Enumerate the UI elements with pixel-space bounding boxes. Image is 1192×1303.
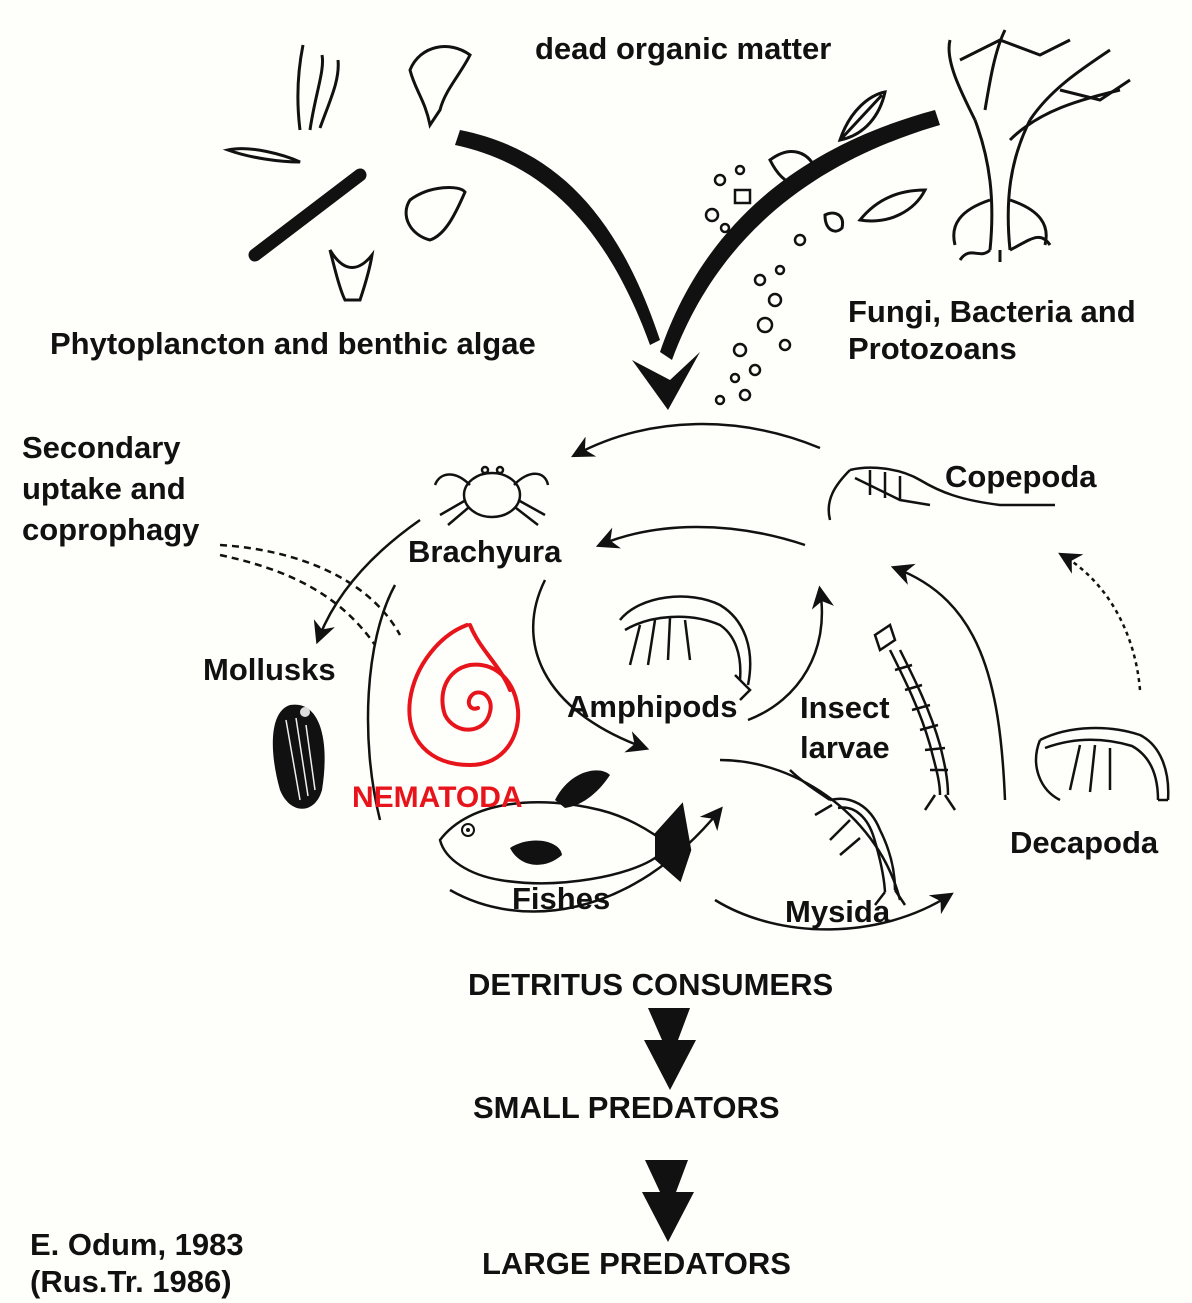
label-dead-organic-matter: dead organic matter bbox=[535, 30, 831, 67]
algae-icon bbox=[410, 47, 470, 125]
label-brachyura: Brachyura bbox=[408, 533, 561, 570]
label-small-predators: SMALL PREDATORS bbox=[473, 1089, 780, 1126]
trophic-arrow-1 bbox=[644, 1008, 696, 1090]
label-large-predators: LARGE PREDATORS bbox=[482, 1245, 791, 1282]
crab-icon bbox=[435, 467, 548, 525]
label-fishes: Fishes bbox=[512, 880, 610, 917]
mollusk-icon bbox=[273, 705, 325, 809]
trophic-arrow-2 bbox=[642, 1160, 694, 1242]
amphipod-icon bbox=[620, 597, 750, 700]
label-fungi-bacteria-protozoans: Fungi, Bacteria and Protozoans bbox=[848, 293, 1136, 367]
label-insect-larvae: Insect larvae bbox=[800, 688, 890, 768]
mysid-icon bbox=[790, 770, 905, 905]
nematode-icon bbox=[409, 625, 518, 765]
decapod-shrimp-icon bbox=[1036, 728, 1168, 800]
label-decapoda: Decapoda bbox=[1010, 824, 1158, 861]
label-phytoplankton: Phytoplancton and benthic algae bbox=[50, 325, 536, 362]
label-amphipods: Amphipods bbox=[567, 688, 738, 725]
label-detritus-consumers: DETRITUS CONSUMERS bbox=[468, 966, 833, 1003]
label-mysida: Mysida bbox=[785, 893, 890, 930]
mangrove-tree-icon bbox=[949, 30, 1130, 262]
label-mollusks: Mollusks bbox=[203, 651, 336, 688]
detritus-particles bbox=[706, 166, 805, 404]
citation: E. Odum, 1983 (Rus.Tr. 1986) bbox=[30, 1226, 244, 1300]
seaweed-icon bbox=[298, 45, 338, 130]
diatom-icon bbox=[228, 149, 465, 300]
label-copepoda: Copepoda bbox=[945, 458, 1097, 495]
label-nematoda: NEMATODA bbox=[352, 780, 523, 816]
label-secondary-uptake: Secondary uptake and coprophagy bbox=[22, 427, 199, 550]
